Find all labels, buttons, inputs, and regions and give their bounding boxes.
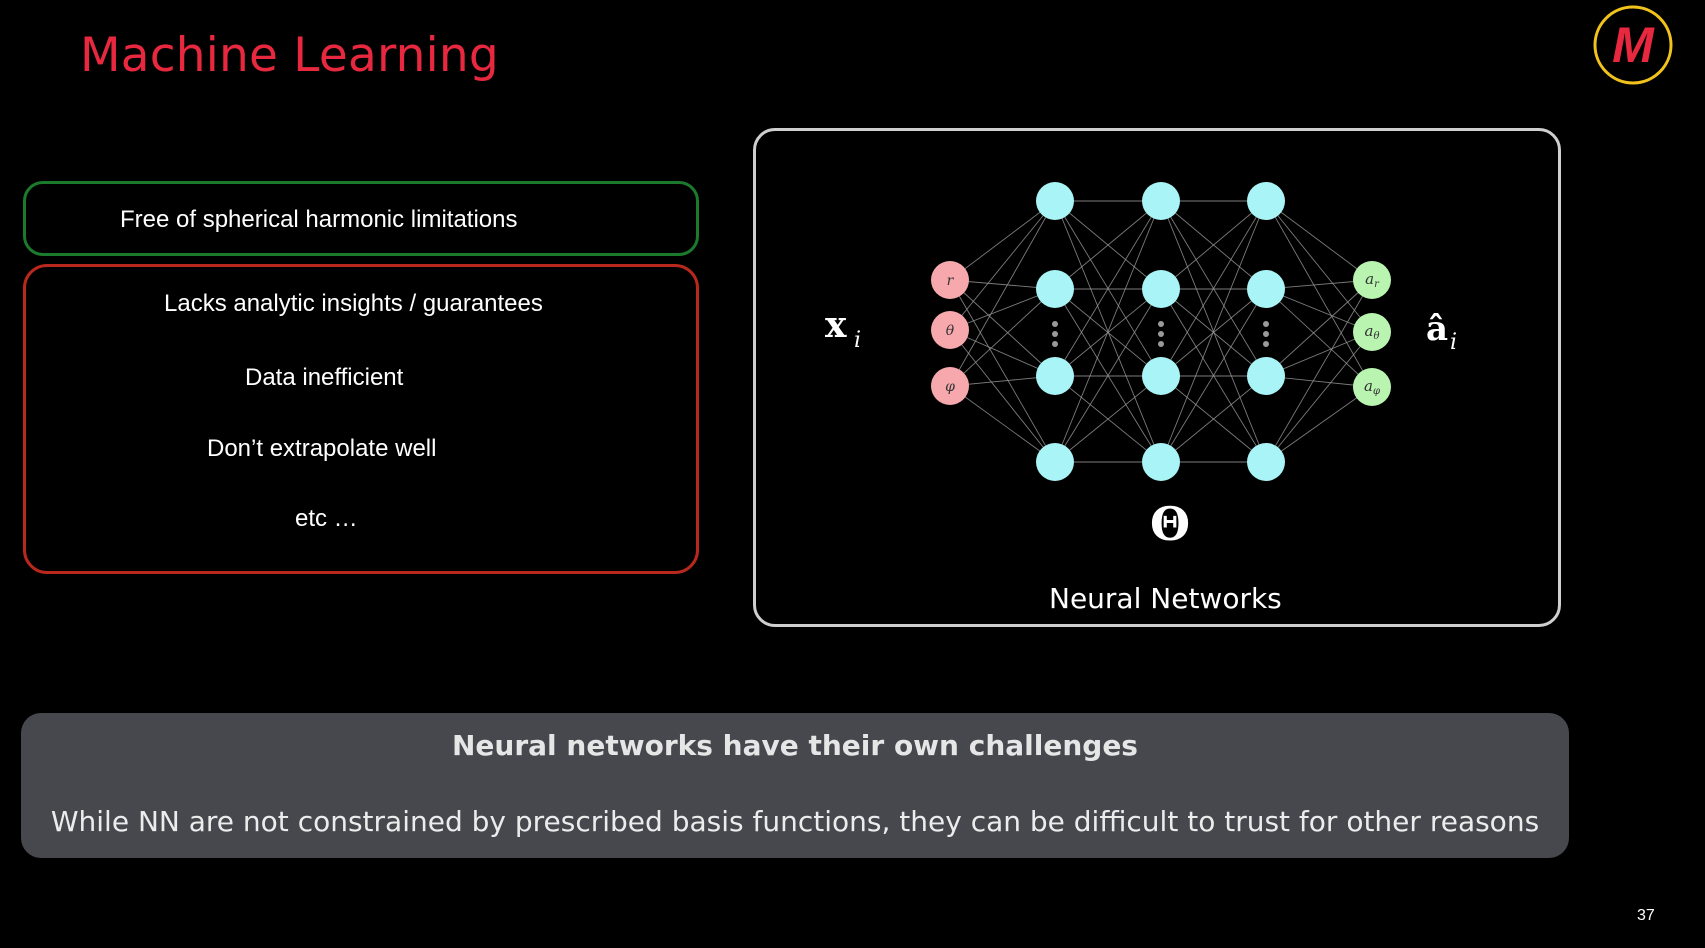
logo-letter: M [1612,17,1655,73]
ellipsis-dot [1263,341,1269,347]
slide-title: Machine Learning [80,28,499,83]
edge-hidden-hidden [1160,200,1267,377]
ellipsis-dot [1263,321,1269,327]
ellipsis-dot [1158,321,1164,327]
edge-hidden-hidden [1160,200,1267,290]
hidden-node [1247,443,1285,481]
output-vector-label: â [1426,309,1448,349]
edge-hidden-hidden [1160,375,1267,463]
logo-icon: M [1593,5,1673,85]
hidden-node [1036,443,1074,481]
ellipsis-dot [1052,341,1058,347]
edge-hidden-hidden [1054,200,1162,377]
pros-item: Free of spherical harmonic limitations [120,206,518,233]
output-node [1353,368,1391,406]
edge-hidden-hidden [1054,200,1162,290]
edge-hidden-hidden [1054,375,1162,463]
edge-hidden-hidden [1054,288,1162,463]
edge-input-hidden [949,200,1056,387]
hidden-node [1247,182,1285,220]
input-node [931,367,969,405]
edge-hidden-output [1265,279,1373,377]
cons-item-data: Data inefficient [245,364,404,391]
pros-box [23,181,699,256]
hidden-node [1142,270,1180,308]
ellipsis-dot [1052,331,1058,337]
edge-input-hidden [949,200,1056,281]
edge-hidden-output [1265,288,1373,333]
input-node-label: θ [946,323,955,339]
callout-heading: Neural networks have their own challenge… [452,729,1138,762]
edge-hidden-output [1265,279,1373,463]
edge-hidden-output [1265,200,1373,388]
hidden-node [1036,182,1074,220]
edge-input-hidden [949,279,1056,463]
hidden-node [1247,357,1285,395]
ellipsis-dot [1052,321,1058,327]
cons-item-extrapolate: Don’t extrapolate well [207,435,437,462]
page-number: 37 [1637,907,1655,924]
input-node-label: r [947,273,955,289]
ellipsis-dot [1158,341,1164,347]
edge-hidden-output [1265,331,1373,377]
hidden-node [1142,357,1180,395]
ellipsis-dot [1158,331,1164,337]
callout-box: Neural networks have their own challenge… [21,713,1569,858]
edge-hidden-output [1265,200,1373,333]
edge-hidden-output [1265,331,1373,463]
edge-hidden-hidden [1160,200,1267,463]
cons-box [23,264,699,574]
callout-body: While NN are not constrained by prescrib… [50,805,1540,838]
edge-hidden-hidden [1054,200,1162,463]
neural-network-caption: Neural Networks [1049,582,1282,615]
output-node [1353,261,1391,299]
edge-input-hidden [949,385,1056,463]
edge-hidden-output [1265,200,1373,281]
input-node [931,311,969,349]
hidden-node [1036,357,1074,395]
input-vector-label: x [825,304,847,346]
hidden-node [1036,270,1074,308]
input-node [931,261,969,299]
input-vector-subscript: i [854,328,861,353]
edge-input-hidden [949,329,1056,377]
output-vector-subscript: i [1450,330,1457,355]
hidden-node [1142,443,1180,481]
cons-item-analytic: Lacks analytic insights / guarantees [164,290,543,317]
hidden-node [1142,182,1180,220]
edge-input-hidden [949,288,1056,387]
cons-item-etc: etc … [295,505,358,532]
edge-hidden-output [1265,288,1373,388]
edge-hidden-hidden [1160,288,1267,463]
parameters-label: Θ [1150,497,1190,551]
network-edges [949,200,1373,463]
neural-network-panel [753,128,1561,627]
edge-hidden-output [1265,386,1373,463]
network-labels: x i â i Θ [825,304,1457,551]
hidden-node [1247,270,1285,308]
edge-input-hidden [949,279,1056,377]
input-node-label: φ [945,379,955,395]
output-node [1353,313,1391,351]
edge-input-hidden [949,329,1056,463]
edge-input-hidden [949,200,1056,331]
ellipsis-dot [1263,331,1269,337]
